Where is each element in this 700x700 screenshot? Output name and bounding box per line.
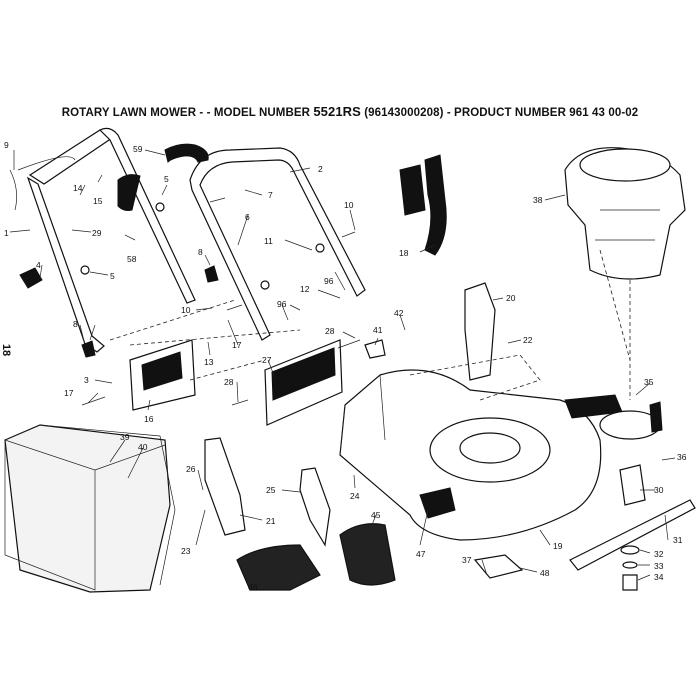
title-prefix: ROTARY LAWN MOWER - - MODEL NUMBER [61, 107, 311, 119]
bolts [81, 197, 361, 406]
blade-adapter [564, 394, 663, 440]
callout-label: 23 [181, 546, 191, 556]
callout-label: 96 [324, 276, 334, 286]
callout-label: 11 [264, 236, 273, 246]
grip-tube [117, 174, 141, 211]
blade [569, 499, 696, 571]
rear-flap [264, 339, 343, 426]
callout-label: 21 [266, 516, 276, 526]
callout-leader-lines [9, 149, 676, 587]
callout-label: 59 [133, 144, 143, 154]
callout-label: 2 [318, 164, 323, 174]
title-suffix: (96143000208) - PRODUCT NUMBER 961 43 00… [364, 107, 639, 119]
callout-label: 22 [523, 335, 533, 345]
callout-label: 24 [350, 491, 360, 501]
callout-label: 36 [677, 452, 687, 462]
callout-label: 27 [262, 355, 272, 365]
callout-label: 37 [462, 555, 472, 565]
callout-label: 16 [144, 414, 154, 424]
callout-label: 41 [373, 325, 383, 335]
callout-label: 39 [120, 432, 130, 442]
handle-knob [81, 340, 96, 358]
callout-label: 32 [654, 549, 664, 559]
diagram-title: ROTARY LAWN MOWER - - MODEL NUMBER 5521R… [0, 104, 700, 119]
callout-label: 29 [92, 228, 102, 238]
latch-plate [364, 339, 386, 359]
callout-label: 17 [232, 340, 242, 350]
blade-bolt [622, 574, 638, 591]
grass-catcher-bag [4, 424, 176, 593]
washer-33 [622, 561, 638, 569]
callout-label: 8 [73, 319, 78, 329]
callout-label: 9 [4, 140, 9, 150]
model-number: 5521RS [313, 104, 361, 119]
callout-label: 30 [654, 485, 664, 495]
grip-hose [164, 143, 209, 163]
rear-flap-bracket [129, 339, 196, 411]
handle-knob [19, 267, 43, 289]
callout-label: 10 [181, 305, 191, 315]
handle-knob [204, 265, 219, 283]
callout-label: 31 [673, 535, 683, 545]
side-discharge-chute [236, 544, 321, 591]
callout-label: 5 [110, 271, 115, 281]
control-cable [9, 156, 76, 211]
callout-label: 40 [138, 442, 148, 452]
drive-bracket [399, 154, 447, 256]
callout-label: 10 [344, 200, 354, 210]
callout-label: 18 [399, 248, 409, 258]
washer [315, 243, 325, 253]
callout-label: 15 [93, 196, 103, 206]
callout-label: 28 [224, 377, 234, 387]
callout-label: 42 [394, 308, 404, 318]
mower-deck [339, 369, 602, 541]
callout-label: 25 [266, 485, 276, 495]
height-adjust-bracket [204, 437, 246, 536]
callout-label: 3 [84, 375, 89, 385]
callout-label: 7 [268, 190, 273, 200]
blade-adapter-hub [619, 464, 646, 506]
washer [260, 280, 270, 290]
side-plate [299, 467, 331, 547]
upper-handle-right [189, 147, 366, 341]
mulch-cover [339, 523, 396, 586]
washer [80, 265, 90, 275]
callout-label: 12 [300, 284, 310, 294]
callout-label: 19 [553, 541, 563, 551]
callout-label: 45 [371, 510, 381, 520]
callout-label: 38 [533, 195, 543, 205]
engine [564, 147, 686, 400]
callout-label: 13 [204, 357, 214, 367]
callout-labels: 9 59 2 14 15 5 7 10 38 1 29 58 6 11 18 4… [4, 140, 687, 592]
callout-label: 1 [4, 228, 9, 238]
callout-label: 47 [416, 549, 426, 559]
callout-label: 17 [64, 388, 74, 398]
callout-label: 96 [277, 299, 287, 309]
callout-label: 34 [654, 572, 664, 582]
callout-label: 14 [73, 183, 83, 193]
callout-label: 20 [506, 293, 516, 303]
rear-bracket [464, 282, 496, 381]
callout-label: 5 [164, 174, 169, 184]
lower-handle-left [26, 127, 196, 353]
callout-label: 28 [325, 326, 335, 336]
callout-label: 4 [36, 260, 41, 270]
callout-label: 58 [127, 254, 137, 264]
washer-32 [620, 545, 640, 555]
assembly-guide-lines [109, 249, 631, 401]
washer [155, 202, 165, 212]
callout-label: 48 [540, 568, 550, 578]
callout-label: 35 [644, 377, 654, 387]
callout-label: 26 [186, 464, 196, 474]
callout-label: 33 [654, 561, 664, 571]
callout-label: 6 [245, 212, 250, 222]
callout-label: 46 [248, 582, 258, 592]
callout-label: 8 [198, 247, 203, 257]
wheel-adjust-plate [473, 554, 524, 579]
